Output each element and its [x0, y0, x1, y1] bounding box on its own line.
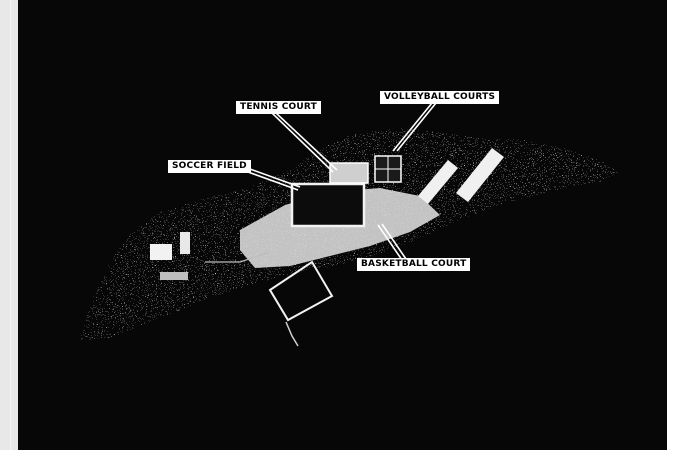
building-long-1: [418, 160, 458, 204]
building-small-1: [150, 244, 172, 260]
label-tennis-court: TENNIS COURT: [236, 101, 321, 114]
basketball-court-shape: [268, 260, 334, 322]
building-long-2: [456, 148, 504, 202]
label-basketball-court: BASKETBALL COURT: [357, 258, 471, 271]
right-margin: [667, 0, 675, 450]
leader-lines: [247, 102, 437, 261]
label-soccer-field: SOCCER FIELD: [168, 160, 251, 173]
tennis-court-shape: [329, 162, 369, 184]
building-small-3: [160, 272, 188, 280]
facilities: [150, 148, 504, 347]
label-volleyball-courts: VOLLEYBALL COURTS: [380, 91, 500, 104]
volleyball-courts-shape: [374, 155, 402, 183]
soccer-field-shape: [290, 182, 366, 228]
building-small-2: [180, 232, 190, 254]
